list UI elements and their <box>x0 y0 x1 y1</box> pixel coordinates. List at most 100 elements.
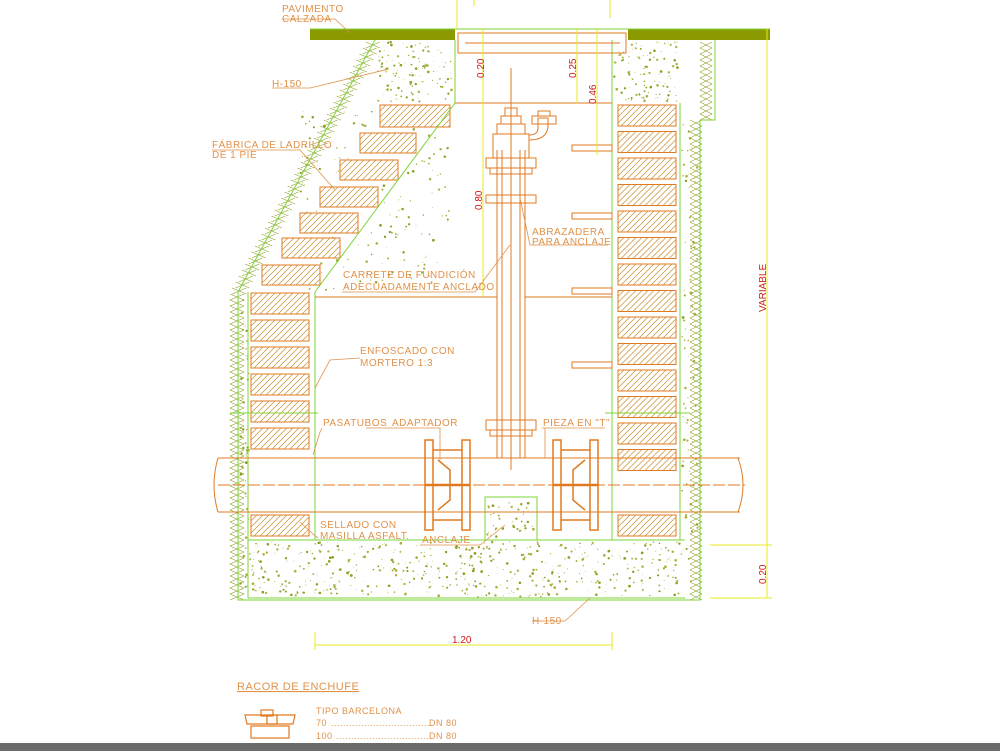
concrete-speck <box>558 546 560 547</box>
concrete-speck <box>486 548 488 550</box>
concrete-speck <box>362 593 364 595</box>
legend-row-size: 100 <box>316 731 333 741</box>
concrete-speck <box>382 184 386 187</box>
concrete-speck <box>667 98 669 100</box>
concrete-speck <box>536 541 539 543</box>
concrete-speck <box>321 272 323 274</box>
brick-hatch-line <box>668 410 677 418</box>
concrete-speck <box>490 559 493 562</box>
concrete-speck <box>444 550 448 554</box>
concrete-speck <box>423 551 425 553</box>
concrete-speck <box>244 547 247 549</box>
concrete-speck <box>344 146 346 149</box>
legend-type: TIPO BARCELONA <box>316 706 402 716</box>
concrete-speck <box>403 259 406 261</box>
concrete-speck <box>245 348 247 350</box>
concrete-speck <box>531 572 534 575</box>
concrete-speck <box>386 88 389 91</box>
brick-hatch-line <box>271 264 293 286</box>
concrete-speck <box>515 517 518 520</box>
concrete-speck <box>396 55 400 58</box>
concrete-speck <box>636 56 638 58</box>
dimension-lines <box>314 0 772 650</box>
brick-hatch-line <box>329 186 351 208</box>
concrete-speck <box>387 257 390 260</box>
concrete-speck <box>607 557 610 560</box>
concrete-speck <box>416 545 418 547</box>
brick-hatch-line <box>656 424 677 445</box>
brick-hatch-line <box>638 343 661 365</box>
concrete-speck <box>578 557 579 559</box>
brick-hatch-line <box>650 157 673 180</box>
brick-hatch-line <box>295 435 310 450</box>
brick-hatch-line <box>315 237 337 259</box>
brick-hatch-line <box>289 516 310 537</box>
concrete-speck <box>522 553 525 556</box>
concrete-speck <box>397 86 400 90</box>
brick-hatch-line <box>662 218 677 233</box>
concrete-speck <box>419 42 421 45</box>
concrete-speck <box>328 584 330 586</box>
concrete-speck <box>604 591 606 593</box>
concrete-speck <box>241 428 245 431</box>
concrete-speck <box>353 577 356 579</box>
brick-hatch-line <box>650 131 673 153</box>
concrete-speck <box>417 98 419 99</box>
brick-hatch-line <box>271 292 294 315</box>
brick-hatch-line <box>250 346 270 366</box>
concrete-speck <box>581 558 584 561</box>
concrete-speck <box>399 550 402 553</box>
brick-hatch-line <box>617 290 637 309</box>
concrete-speck <box>618 51 619 53</box>
concrete-speck <box>245 355 246 357</box>
brick-hatch-line <box>347 186 369 208</box>
concrete-speck <box>398 210 400 212</box>
concrete-speck <box>350 558 352 560</box>
concrete-speck <box>633 581 635 584</box>
label-h150-bottom: H-150 <box>532 616 562 627</box>
concrete-speck <box>439 283 441 285</box>
concrete-speck <box>648 58 652 61</box>
concrete-speck <box>359 280 362 283</box>
coupling-right <box>552 439 599 531</box>
concrete-speck <box>488 547 491 550</box>
concrete-speck <box>241 397 244 400</box>
concrete-speck <box>658 73 660 75</box>
concrete-speck <box>425 255 427 257</box>
concrete-speck <box>357 114 359 116</box>
concrete-speck <box>362 556 364 558</box>
concrete-speck <box>666 85 669 88</box>
brick-hatch-line <box>253 346 276 369</box>
concrete-speck <box>397 99 399 100</box>
brick-hatch-line <box>650 449 673 471</box>
concrete-speck <box>524 556 526 558</box>
brick-hatch-line <box>662 377 677 392</box>
concrete-speck <box>505 548 507 551</box>
concrete-speck <box>429 548 431 550</box>
concrete-speck <box>337 170 340 172</box>
concrete-speck <box>696 526 699 529</box>
concrete-speck <box>318 591 322 595</box>
concrete-speck <box>628 56 630 58</box>
concrete-speck <box>391 271 394 274</box>
concrete-speck <box>543 576 546 579</box>
brick-hatch-line <box>353 186 375 208</box>
lower-flange <box>485 419 537 437</box>
brick-hatch-line <box>261 264 275 278</box>
concrete-speck <box>487 532 489 534</box>
brick-hatch-line <box>381 104 405 128</box>
concrete-speck <box>369 279 371 281</box>
brick-hatch-line <box>277 427 300 450</box>
brick-hatch-line <box>277 373 300 396</box>
brick-hatch-line <box>617 184 625 191</box>
brick-hatch-line <box>668 436 677 445</box>
brick-hatch-line <box>620 514 643 537</box>
concrete-speck <box>405 562 406 564</box>
brick-hatch-line <box>617 210 637 230</box>
concrete-speck <box>394 549 396 551</box>
concrete-speck <box>394 569 398 572</box>
concrete-speck <box>629 86 631 88</box>
concrete-speck <box>632 48 634 50</box>
concrete-speck <box>558 580 561 583</box>
concrete-speck <box>683 339 686 341</box>
